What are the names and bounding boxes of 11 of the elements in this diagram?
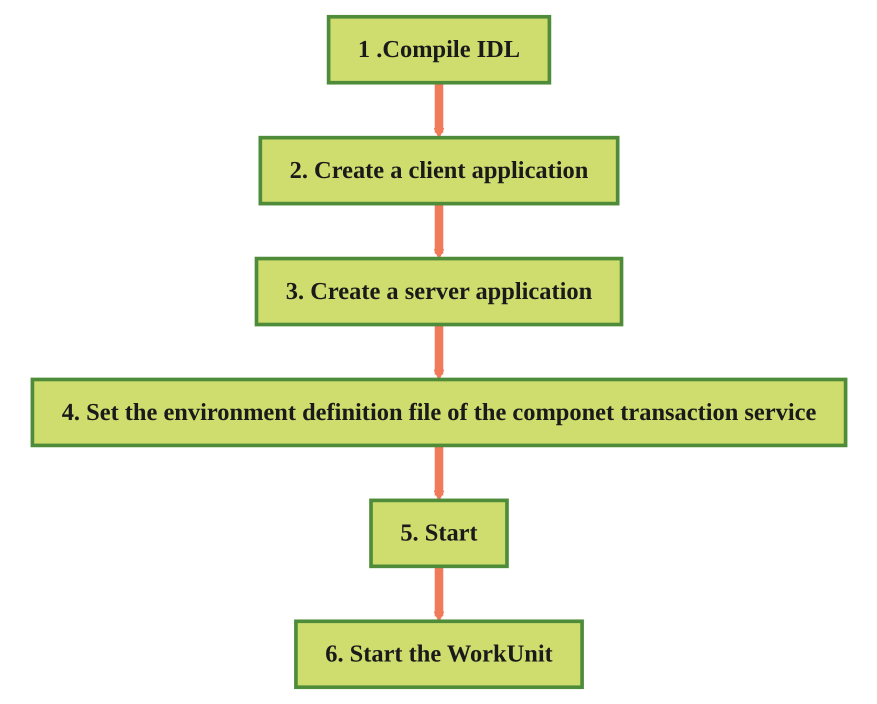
arrow <box>433 566 444 622</box>
arrow <box>433 445 444 501</box>
node-box: 4. Set the environment definition file of the componet transaction service <box>30 378 847 448</box>
node-box: 3. Create a server application <box>254 256 623 326</box>
arrow <box>433 324 444 380</box>
node-box: 1 .Compile IDL <box>326 14 551 85</box>
node-box: 5. Start <box>368 498 508 568</box>
arrow <box>433 204 444 260</box>
arrow <box>433 82 444 138</box>
node-box: 6. Start the WorkUnit <box>294 619 584 690</box>
node-box: 2. Create a client application <box>258 136 619 206</box>
